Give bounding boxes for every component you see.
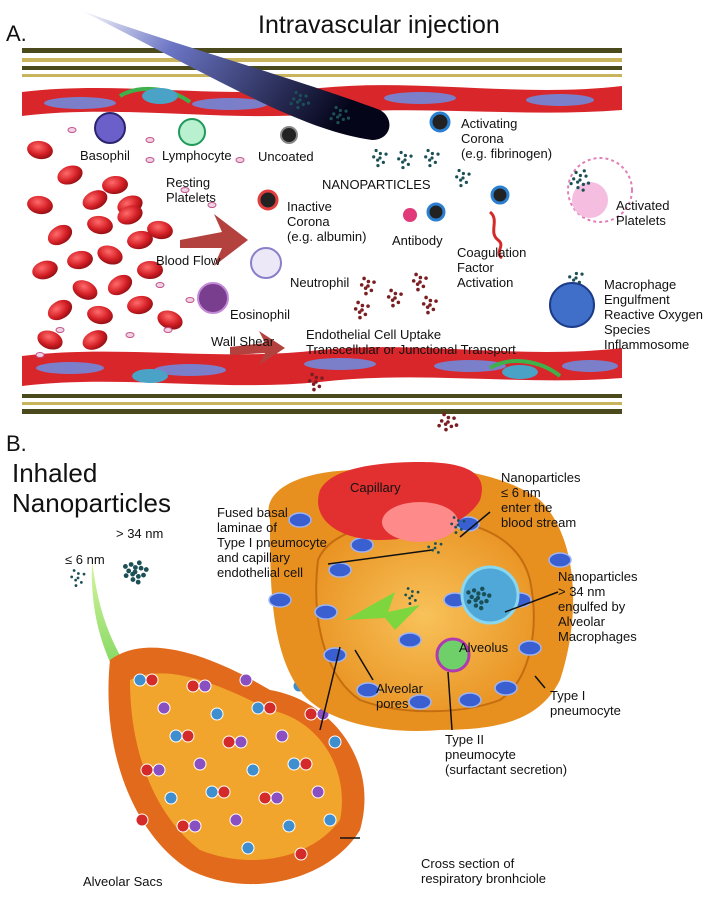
panel-a-title: Intravascular injection bbox=[258, 11, 500, 39]
label-macrophage: Macrophage Engulfment Reactive Oxygen Sp… bbox=[604, 277, 703, 352]
coagulation-corona-icon bbox=[490, 185, 510, 205]
uncoated-nanoparticle-icon bbox=[280, 126, 298, 144]
panel-a-letter: A. bbox=[6, 21, 27, 46]
alveolar-sacs-icon bbox=[108, 647, 365, 885]
red-blood-cell-icon bbox=[32, 260, 58, 280]
alveolar-airflow-arrow bbox=[345, 592, 420, 630]
capillary-rbc-icon bbox=[382, 502, 458, 542]
label-basophil: Basophil bbox=[80, 148, 130, 163]
label-uncoated: Uncoated bbox=[258, 149, 314, 164]
label-coagulation: Coagulation Factor Activation bbox=[457, 245, 527, 290]
label-size-small: ≤ 6 nm bbox=[65, 552, 105, 567]
neutrophil-icon bbox=[250, 247, 282, 279]
label-type2: Type II pneumocyte (surfactant secretion… bbox=[445, 732, 568, 777]
red-blood-cell-icon bbox=[72, 280, 98, 300]
red-blood-cell-icon bbox=[117, 205, 143, 225]
nanoparticle-clusters bbox=[289, 90, 591, 432]
red-blood-cell-icon bbox=[107, 274, 133, 296]
red-blood-cell-icon bbox=[87, 215, 113, 235]
type-ii-pneumocyte-icon bbox=[435, 637, 471, 673]
label-alveolar-sacs: Alveolar Sacs bbox=[83, 874, 163, 889]
red-blood-cell-icon bbox=[157, 310, 183, 330]
red-blood-cell-icon bbox=[57, 165, 83, 185]
label-activating-corona: Activating Corona (e.g. fibrinogen) bbox=[461, 116, 553, 161]
label-size-large: > 34 nm bbox=[116, 526, 164, 541]
red-blood-cell-icon bbox=[147, 220, 173, 240]
macrophage-icon bbox=[549, 282, 595, 328]
label-type1: Type I pneumocyte bbox=[550, 688, 621, 718]
coagulation-factor-icon bbox=[488, 210, 504, 260]
red-blood-cell-icon bbox=[82, 330, 108, 350]
label-blood-flow: Blood Flow bbox=[156, 253, 221, 268]
label-activated-platelets: Activated Platelets bbox=[616, 198, 670, 228]
label-nanoparticles: NANOPARTICLES bbox=[322, 177, 431, 192]
label-endothelial: Endothelial Cell Uptake Transcellular or… bbox=[306, 327, 516, 357]
wall-shear-arrow bbox=[230, 331, 285, 365]
label-fused: Fused basal laminae of Type I pneumocyte… bbox=[217, 505, 327, 580]
red-blood-cell-icon bbox=[47, 224, 73, 246]
label-lymphocyte: Lymphocyte bbox=[162, 148, 232, 163]
label-np-large: Nanoparticles > 34 nm engulfed by Alveol… bbox=[558, 569, 638, 644]
label-eosinophil: Eosinophil bbox=[230, 307, 290, 322]
red-blood-cell-icon bbox=[67, 250, 93, 270]
eosinophil-icon bbox=[197, 282, 229, 314]
label-neutrophil: Neutrophil bbox=[290, 275, 350, 290]
label-np-small: Nanoparticles ≤ 6 nm enter the blood str… bbox=[501, 470, 581, 530]
red-blood-cell-icon bbox=[82, 190, 108, 210]
activated-platelets-icon bbox=[567, 157, 633, 223]
callout-lines bbox=[319, 511, 559, 839]
basophil-icon bbox=[94, 112, 126, 144]
activating-corona-icon bbox=[429, 111, 451, 133]
red-blood-cell-icon bbox=[97, 245, 123, 265]
red-blood-cell-icon bbox=[137, 261, 163, 279]
inhaled-nanoparticles bbox=[70, 516, 492, 611]
red-blood-cell-icon bbox=[102, 175, 128, 195]
label-alveolus: Alveolus bbox=[459, 640, 509, 655]
red-blood-cell-icon bbox=[27, 140, 53, 160]
label-inactive-corona: Inactive Corona (e.g. albumin) bbox=[287, 199, 367, 244]
label-cross-section: Cross section of respiratory bronhciole bbox=[421, 856, 547, 886]
label-capillary: Capillary bbox=[350, 480, 401, 495]
label-wall-shear: Wall Shear bbox=[211, 334, 275, 349]
lymphocyte-icon bbox=[178, 118, 206, 146]
label-antibody: Antibody bbox=[392, 233, 443, 248]
red-blood-cell-icon bbox=[37, 330, 63, 350]
label-resting-platelets: Resting Platelets bbox=[166, 175, 216, 205]
red-blood-cells bbox=[27, 140, 183, 350]
panel-b-title: Inhaled Nanoparticles bbox=[12, 458, 171, 518]
antibody-corona-icon bbox=[426, 202, 446, 222]
inactive-corona-icon bbox=[257, 189, 279, 211]
vessel-bottom-wall bbox=[22, 347, 622, 414]
red-blood-cell-icon bbox=[127, 230, 153, 250]
panel-b-letter: B. bbox=[6, 431, 27, 456]
needle-icon bbox=[80, 10, 390, 140]
label-pores: Alveolar pores bbox=[376, 681, 423, 711]
vessel-top-wall bbox=[22, 48, 622, 117]
red-blood-cell-icon bbox=[27, 195, 53, 215]
red-blood-cell-icon bbox=[87, 305, 113, 325]
red-blood-cell-icon bbox=[47, 299, 73, 321]
resting-platelets-icon bbox=[35, 127, 245, 358]
red-blood-cell-icon bbox=[127, 295, 153, 315]
blood-flow-arrow bbox=[180, 214, 248, 266]
antibody-icon bbox=[403, 208, 417, 222]
